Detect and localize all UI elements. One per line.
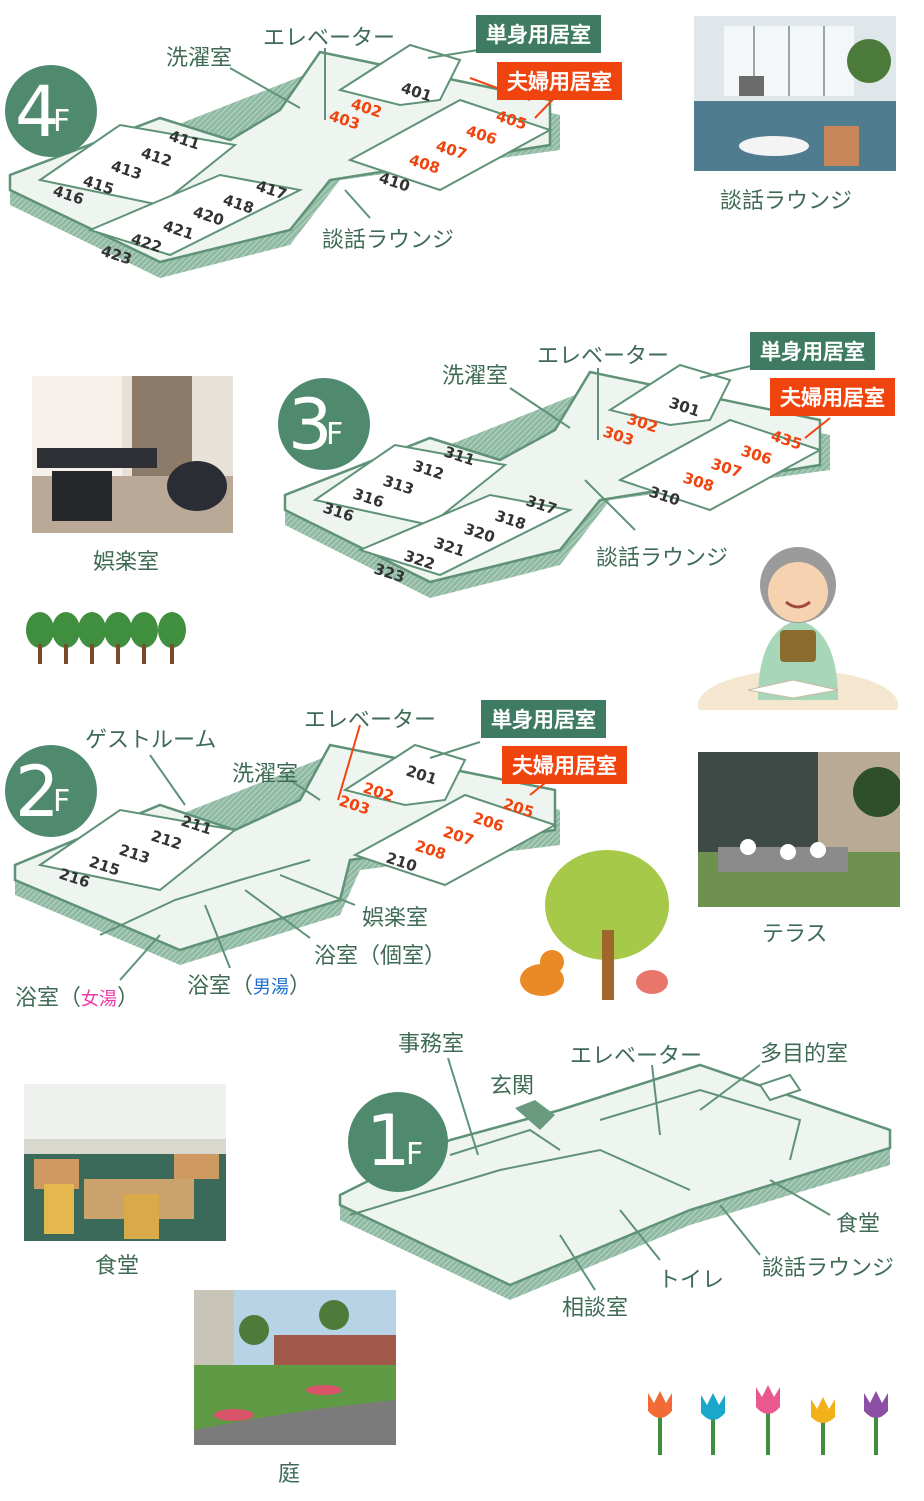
couple-room-legend: 夫婦用居室: [770, 378, 895, 416]
consultation-room-label: 相談室: [562, 1296, 629, 1321]
floor-3f-badge: 3 F: [278, 378, 370, 470]
floor-number: 3: [288, 384, 333, 466]
floor-number: 4: [15, 71, 60, 153]
terrace-photo: [698, 752, 900, 907]
multipurpose-room-label: 多目的室: [760, 1042, 849, 1067]
floor-2f-plan: 201 210 211 212 213 215 216 202 203 205 …: [13, 724, 560, 981]
recreation-photo-caption: 娯楽室: [93, 550, 160, 575]
floor-suffix: F: [326, 417, 344, 452]
floor-2f-badge: 2 F: [5, 745, 97, 837]
recreation-label: 娯楽室: [362, 906, 429, 931]
bath-private-label: 浴室（個室）: [314, 944, 447, 969]
bath-women-prefix: 浴室（: [15, 986, 82, 1011]
couple-room-legend: 夫婦用居室: [497, 62, 622, 100]
couple-room-legend: 夫婦用居室: [502, 746, 627, 784]
lounge-photo-caption: 談話ラウンジ: [720, 189, 853, 214]
single-room-legend: 単身用居室: [750, 332, 875, 370]
lounge-label: 談話ラウンジ: [322, 228, 455, 253]
bath-men-tag: 男湯: [253, 977, 290, 998]
trees-decoration: [26, 612, 186, 664]
floor-number: 2: [15, 751, 60, 833]
garden-photo: [194, 1290, 396, 1445]
elderly-woman-illustration: [698, 547, 898, 710]
floor-4f-plan: 401 410 411 412 413 415 416 417 418 420 …: [8, 43, 561, 278]
lounge-label: 談話ラウンジ: [762, 1256, 895, 1281]
bath-women-suffix: ）: [117, 986, 140, 1011]
dining-label: 食堂: [836, 1212, 881, 1237]
tree-animals-illustration: [520, 850, 669, 1000]
bath-men-prefix: 浴室（: [187, 974, 254, 999]
toilet-label: トイレ: [658, 1268, 725, 1293]
bath-women-label: 浴室（女湯）: [15, 980, 139, 1012]
office-label: 事務室: [398, 1032, 465, 1057]
elevator-label: エレベーター: [304, 708, 437, 733]
bath-men-suffix: ）: [289, 974, 312, 999]
elevator-label: エレベーター: [570, 1044, 703, 1069]
guest-room-label: ゲストルーム: [85, 728, 217, 753]
floor-suffix: F: [53, 784, 71, 819]
floor-1f-badge: 1 F: [348, 1092, 448, 1192]
single-room-legend: 単身用居室: [481, 700, 606, 738]
lounge-label: 談話ラウンジ: [596, 546, 729, 571]
entrance-label: 玄関: [490, 1074, 535, 1099]
garden-photo-caption: 庭: [278, 1462, 301, 1487]
floor-suffix: F: [406, 1137, 424, 1172]
bath-men-label: 浴室（男湯）: [187, 968, 311, 1000]
lounge-photo: [694, 16, 896, 171]
laundry-label: 洗濯室: [232, 762, 299, 787]
elevator-label: エレベーター: [537, 344, 670, 369]
floor-number: 1: [366, 1100, 411, 1182]
tulips-decoration: [648, 1385, 888, 1455]
floor-1f-plan: [338, 1057, 892, 1300]
terrace-photo-caption: テラス: [762, 922, 828, 947]
single-room-legend: 単身用居室: [476, 15, 601, 53]
dining-photo: [24, 1084, 226, 1241]
bath-women-tag: 女湯: [81, 989, 118, 1010]
floor-suffix: F: [53, 104, 71, 139]
elevator-label: エレベーター: [263, 26, 396, 51]
dining-photo-caption: 食堂: [95, 1254, 140, 1279]
recreation-photo: [32, 376, 233, 533]
laundry-label: 洗濯室: [166, 46, 233, 71]
laundry-label: 洗濯室: [442, 364, 509, 389]
floor-4f-badge: 4 F: [5, 65, 97, 157]
floor-3f-plan: 301 310 311 312 313 316 316 317 318 320 …: [283, 363, 831, 598]
